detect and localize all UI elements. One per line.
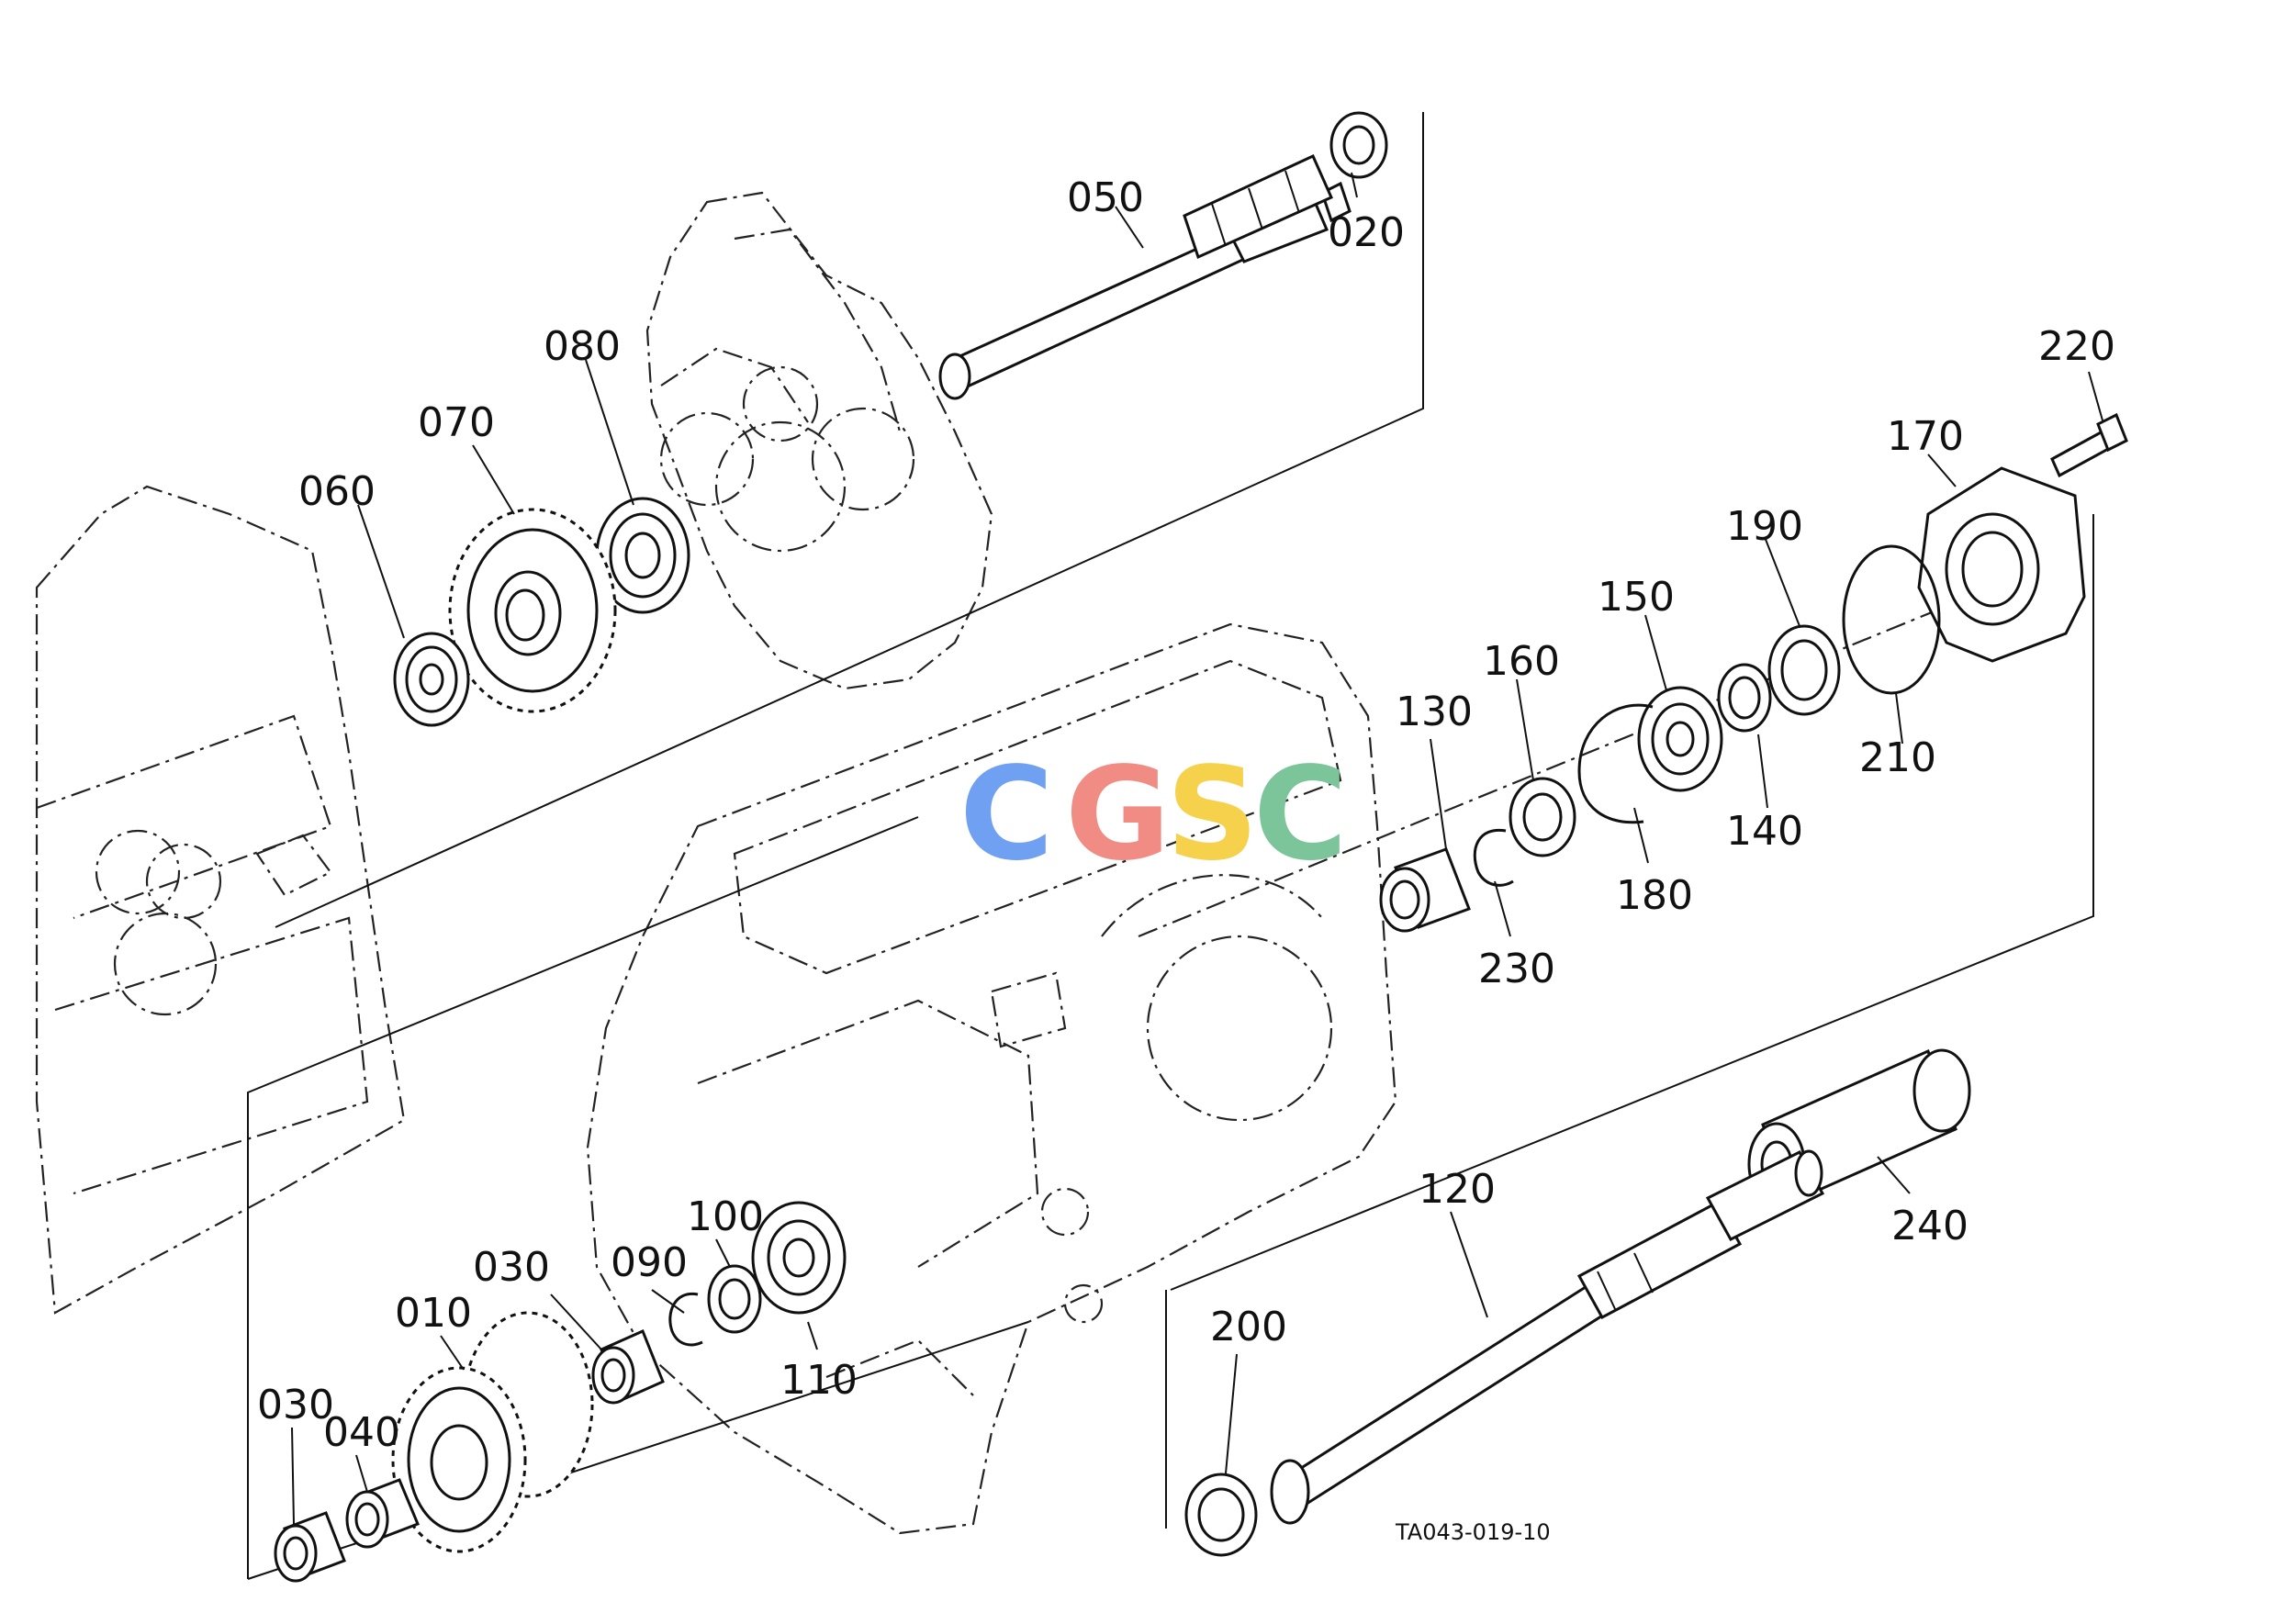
leader-lines: [291, 172, 2103, 1525]
housing-outlines: [35, 191, 1397, 1535]
label-150: 150: [1598, 574, 1675, 621]
part-140-collar: [1717, 663, 1772, 733]
watermark-logo: C G S C: [959, 740, 1348, 890]
label-210: 210: [1859, 734, 1936, 781]
label-140: 140: [1726, 808, 1803, 855]
label-050: 050: [1067, 174, 1144, 221]
watermark-letter-c2: C: [1253, 740, 1348, 890]
label-080: 080: [544, 323, 621, 370]
label-170: 170: [1887, 413, 1964, 460]
label-030-upper: 030: [473, 1244, 550, 1291]
watermark-letter-c1: C: [959, 740, 1054, 890]
part-170-cover: [1917, 466, 2086, 663]
label-190: 190: [1726, 503, 1803, 550]
label-020: 020: [1328, 209, 1405, 256]
label-060: 060: [298, 468, 376, 515]
part-020-washer: [1329, 111, 1388, 179]
label-200: 200: [1210, 1304, 1287, 1350]
part-030-bushing-lower: [274, 1511, 346, 1583]
label-110: 110: [780, 1357, 858, 1404]
drawing-code: TA043-019-10: [1395, 1519, 1551, 1545]
part-010-gear: [391, 1311, 594, 1553]
part-030-bushing-upper: [591, 1328, 665, 1405]
part-120-shaft: [1270, 1149, 1825, 1525]
part-130-bushing: [1379, 847, 1471, 933]
label-040: 040: [323, 1409, 400, 1456]
part-180-circlip: [1577, 703, 1654, 824]
part-150-bearing: [1637, 686, 1723, 792]
part-110-bearing: [751, 1201, 847, 1315]
part-200-seal: [1184, 1473, 1258, 1557]
left-housing-outline: [35, 485, 406, 1315]
label-240: 240: [1891, 1203, 1969, 1249]
label-180: 180: [1616, 872, 1693, 919]
part-220-bolt: [2050, 412, 2128, 478]
label-030-lower: 030: [257, 1382, 334, 1428]
watermark-letter-s: S: [1166, 740, 1259, 890]
label-230: 230: [1478, 946, 1555, 992]
part-230-snapring: [1473, 828, 1514, 887]
label-010: 010: [395, 1290, 472, 1337]
part-labels: 050 020 080 070 060 220 170 190 150 160 …: [257, 174, 2115, 1456]
part-060-bearing: [393, 632, 470, 727]
upper-cover-outline: [645, 191, 993, 690]
part-100-seal: [707, 1264, 762, 1334]
watermark-letter-g: G: [1065, 740, 1171, 890]
label-090: 090: [611, 1239, 688, 1286]
part-210-oring: [1842, 544, 1941, 695]
label-220: 220: [2038, 323, 2115, 370]
label-160: 160: [1483, 638, 1560, 685]
main-housing-outline: [586, 622, 1397, 1535]
part-190-bearing: [1767, 624, 1841, 716]
part-160-seal: [1509, 777, 1576, 857]
part-050-shaft: [938, 153, 1352, 400]
label-070: 070: [418, 399, 495, 446]
label-100: 100: [687, 1193, 764, 1240]
part-070-gear: [448, 508, 617, 713]
label-130: 130: [1396, 689, 1473, 735]
label-120: 120: [1419, 1166, 1496, 1213]
part-090-snapring: [668, 1292, 703, 1347]
